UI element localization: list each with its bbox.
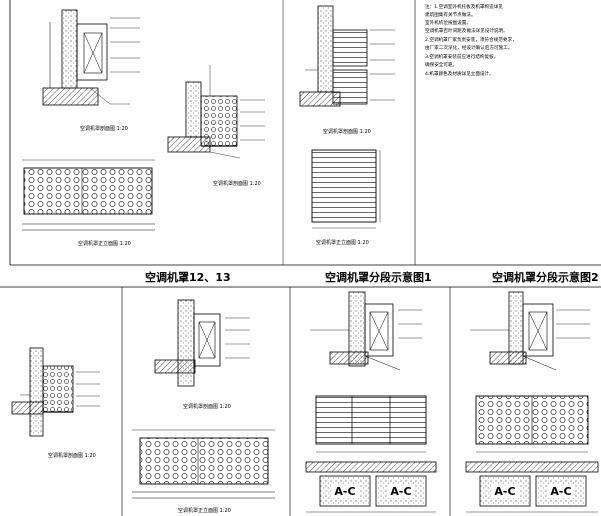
tm-section-drawing <box>167 65 265 159</box>
panel-label-bg <box>331 484 359 498</box>
panel-label-bg <box>491 484 519 498</box>
note-line: 4.机罩颜色及材质详见立面设计。 <box>425 70 494 77</box>
panel-label-ac: A-C <box>550 485 571 498</box>
notes-block: 注：1.空调室外机托板及机罩构造详见 建筑图集有关节点做法。 室外机机位按图设置… <box>425 3 517 77</box>
note-line: 空调机罩百叶间距及做法详见设计说明。 <box>425 27 508 34</box>
note-line: 建筑图集有关节点做法。 <box>425 11 476 18</box>
note-line: 2.空调机罩厂家负责安装，须符合规范要求， <box>425 36 517 43</box>
note-line: 注：1.空调室外机托板及机罩构造详见 <box>425 3 503 10</box>
panel-label-bg <box>387 484 415 498</box>
segment1-section-drawing <box>310 291 422 371</box>
note-line: 3.空调机罩安装前应进行结构复核， <box>425 53 498 60</box>
tr-section-drawing <box>282 0 395 265</box>
note-line: 室外机机位按图设置。 <box>425 19 471 26</box>
top-sheet <box>9 0 601 266</box>
title-segment-1: 空调机罩分段示意图1 <box>325 270 432 284</box>
bm-section-caption: 空调机罩剖面图 1:20 <box>183 403 231 410</box>
note-line: 确保安全可靠。 <box>425 61 457 68</box>
panel-label-ac: A-C <box>390 485 411 498</box>
bl-section-drawing <box>11 347 100 437</box>
segment1-elevation-drawing <box>305 395 437 513</box>
panel-label-ac: A-C <box>494 485 515 498</box>
tm-section-caption: 空调机罩剖面图 1:20 <box>213 180 261 187</box>
title-12-13: 空调机罩12、13 <box>145 270 231 284</box>
note-line: 由厂家二次深化，经设计确认后方可施工。 <box>425 44 512 51</box>
bm-elevation-drawing <box>132 429 275 499</box>
tr-elevation-caption: 空调机罩正立面图 1:20 <box>316 239 369 246</box>
bl-section-caption: 空调机罩剖面图 1:20 <box>48 452 96 459</box>
tr-elevation-drawing <box>311 149 381 229</box>
bm-elevation-caption: 空调机罩正立面图 1:20 <box>178 507 231 514</box>
tl-elevation-caption: 空调机罩正立面图 1:20 <box>78 240 131 247</box>
segment2-section-drawing <box>470 291 590 371</box>
title-segment-2: 空调机罩分段示意图2 <box>492 270 599 284</box>
tl-section-caption: 空调机罩剖面图 1:20 <box>80 125 128 132</box>
tl-elevation-drawing <box>22 159 155 231</box>
bottom-sheet <box>0 286 601 516</box>
tr-section-caption: 空调机罩剖面图 1:20 <box>323 128 371 135</box>
panel-label-bg <box>547 484 575 498</box>
bm-section-drawing <box>154 299 250 387</box>
segment2-elevation-drawing <box>465 395 599 513</box>
tl-section-drawing <box>42 9 140 106</box>
panel-label-ac: A-C <box>334 485 355 498</box>
